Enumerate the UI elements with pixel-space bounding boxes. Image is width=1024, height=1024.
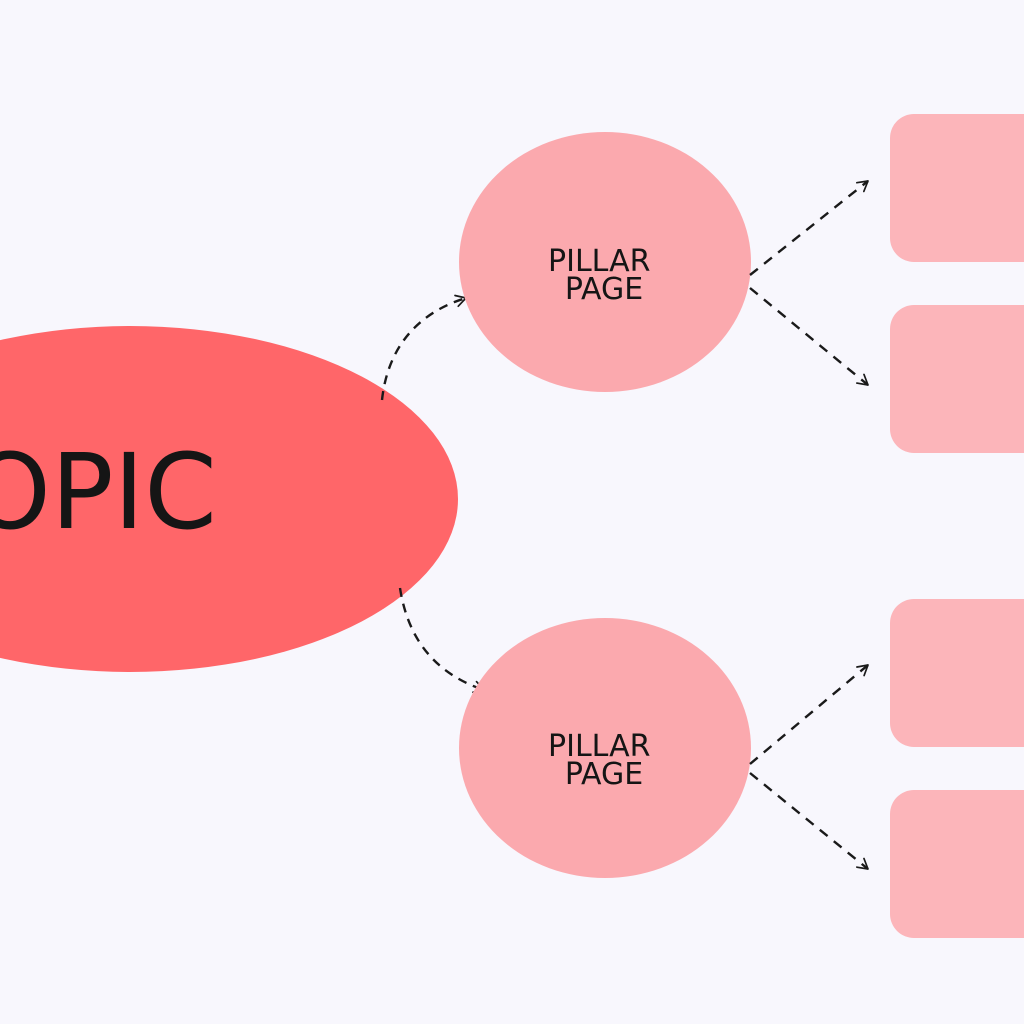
- pillar-2-label-line2: PAGE: [565, 757, 643, 792]
- topic-to-pillar-1-arrow: [380, 294, 467, 401]
- pillar-1-to-cluster-2-arrow: [749, 287, 869, 386]
- cluster-box-4: [890, 790, 1024, 938]
- pillar-1-to-cluster-1-arrow: [749, 180, 869, 276]
- pillar-2-label: PILLAR PAGE: [548, 729, 660, 792]
- pillar-1-label-line2: PAGE: [565, 272, 643, 307]
- pillar-2-to-cluster-3-arrow: [749, 664, 869, 765]
- pillar-node-2: [459, 618, 751, 878]
- cluster-box-3: [890, 599, 1024, 747]
- cluster-box-1: [890, 114, 1024, 262]
- topic-label: OPIC: [0, 431, 217, 553]
- pillar-1-label: PILLAR PAGE: [548, 244, 660, 307]
- topic-to-pillar-2-arrow: [398, 587, 485, 694]
- pillar-2-to-cluster-4-arrow: [749, 772, 869, 870]
- pillar-2-label-line1: PILLAR: [548, 729, 650, 764]
- pillar-1-label-line1: PILLAR: [548, 244, 650, 279]
- cluster-box-2: [890, 305, 1024, 453]
- topic-node: [0, 326, 458, 672]
- pillar-node-1: [459, 132, 751, 392]
